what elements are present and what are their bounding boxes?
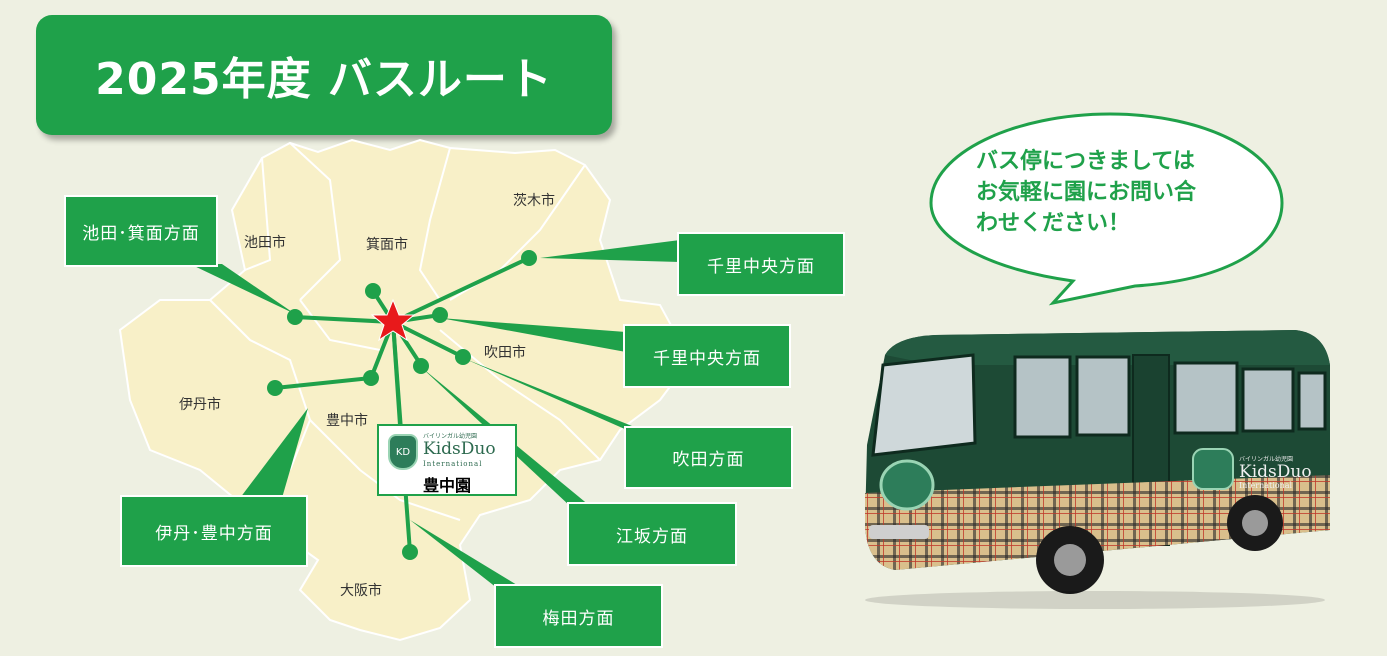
route-label-senri-chuo-2: 千里中央方面 xyxy=(623,324,791,388)
city-label-itami: 伊丹市 xyxy=(179,397,221,413)
city-label-osaka: 大阪市 xyxy=(340,583,382,599)
school-marker-box: KD バイリンガル幼児園 KidsDuo International 豊中園 xyxy=(377,424,517,496)
route-label-ikeda-minoh: 池田･箕面方面 xyxy=(64,195,218,267)
bus-logo-name: KidsDuo xyxy=(1239,462,1312,482)
speech-bubble xyxy=(929,112,1284,306)
bus-logo-sub: バイリンガル幼児園 xyxy=(1239,455,1293,463)
page-title: 2025年度 バスルート xyxy=(95,54,553,105)
logo-subtitle: バイリンガル幼児園 xyxy=(423,433,478,440)
bus-stop xyxy=(432,307,448,323)
bus-stop xyxy=(402,544,418,560)
bus-stops xyxy=(267,250,537,560)
logo-name: KidsDuo xyxy=(423,439,496,459)
bubble-line: お気軽に園にお問い合 xyxy=(976,180,1197,205)
route-label-itami-toyonaka: 伊丹･豊中方面 xyxy=(120,495,308,567)
bubble-message: バス停につきましては お気軽に園にお問い合 わせください！ xyxy=(976,146,1276,239)
route-label-esaka: 江坂方面 xyxy=(567,502,737,566)
bus-stop xyxy=(267,380,283,396)
city-label-ibaraki: 茨木市 xyxy=(513,193,555,209)
bus-stop xyxy=(365,283,381,299)
school-star-icon xyxy=(370,298,416,342)
logo-international: International xyxy=(423,460,483,468)
title-banner: 2025年度 バスルート xyxy=(36,15,612,135)
kidsduo-emblem-icon: KD xyxy=(388,434,418,470)
school-name: 豊中園 xyxy=(422,476,471,495)
bus-logo-intl: International xyxy=(1239,481,1293,490)
city-label-minoh: 箕面市 xyxy=(366,237,408,253)
city-label-ikeda: 池田市 xyxy=(244,235,286,251)
bus-stop xyxy=(413,358,429,374)
city-label-suita: 吹田市 xyxy=(484,345,526,361)
bus-stop xyxy=(287,309,303,325)
bubble-line: バス停につきましては xyxy=(976,149,1195,174)
bus-stop xyxy=(455,349,471,365)
bus-stop xyxy=(363,370,379,386)
bubble-line: わせください！ xyxy=(976,211,1131,236)
route-label-senri-chuo-1: 千里中央方面 xyxy=(677,232,845,296)
route-label-suita: 吹田方面 xyxy=(624,426,793,489)
callout-pointers xyxy=(190,240,680,588)
route-label-umeda: 梅田方面 xyxy=(494,584,663,648)
city-label-toyonaka: 豊中市 xyxy=(326,413,368,429)
school-bus-image: バイリンガル幼児園 KidsDuo International xyxy=(865,330,1330,609)
bus-stop xyxy=(521,250,537,266)
district-boundaries xyxy=(209,142,601,521)
